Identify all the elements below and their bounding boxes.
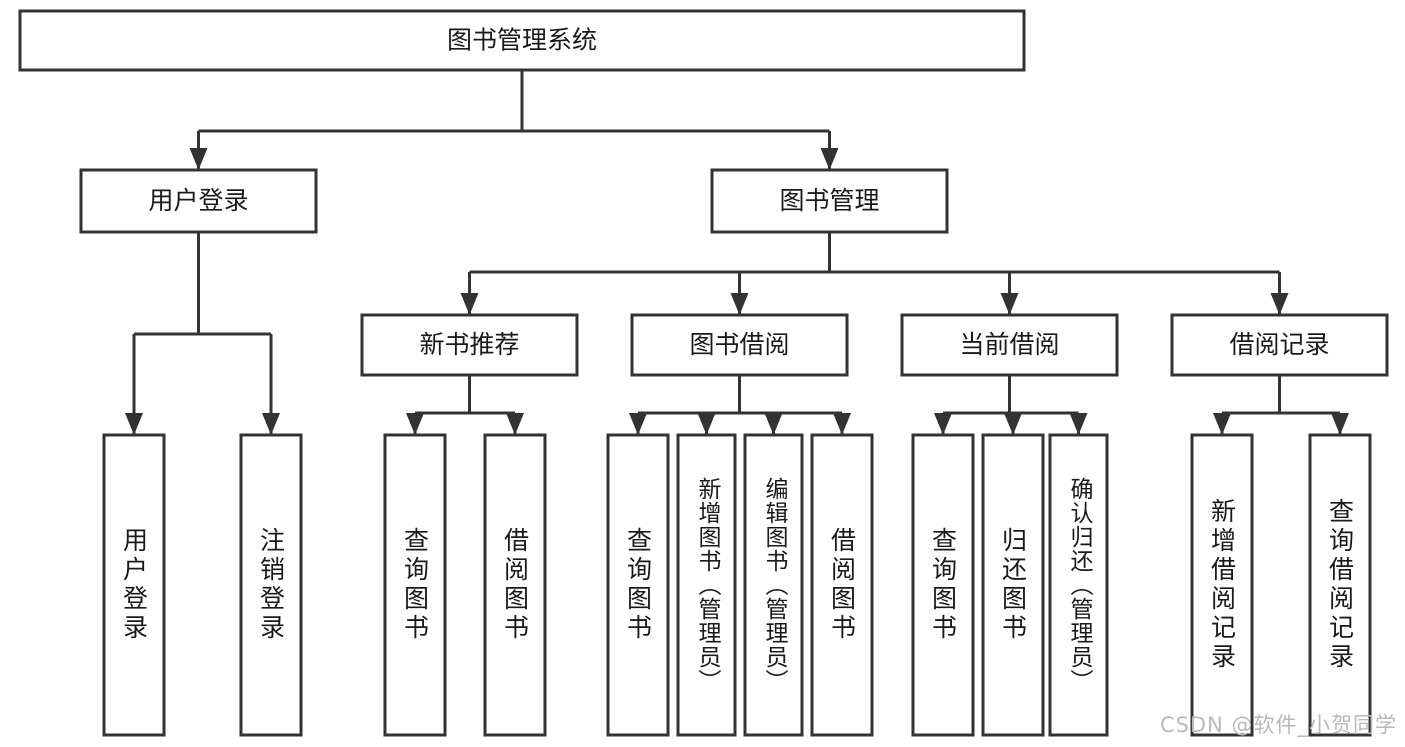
node-level3-label-0: 新书推荐 <box>419 330 519 359</box>
node-level3-0[interactable] <box>360 313 579 377</box>
arrow-head-icon <box>820 148 839 170</box>
node-level3-2[interactable] <box>900 313 1119 377</box>
node-level2-1[interactable] <box>710 168 949 234</box>
arrow-head-icon <box>406 413 424 435</box>
arrow-head-icon <box>506 413 524 435</box>
arrow-head-icon <box>697 413 716 435</box>
node-root[interactable] <box>18 9 1026 72</box>
node-level2-label-1: 图书管理 <box>779 186 879 215</box>
node-leaf-12[interactable] <box>1308 433 1372 737</box>
node-leaf-5[interactable] <box>676 433 737 737</box>
node-leaf-11[interactable] <box>1190 433 1254 737</box>
node-level2-label-0: 用户登录 <box>148 186 248 215</box>
arrow-head-icon <box>1004 413 1022 435</box>
node-leaf-8[interactable] <box>911 433 975 737</box>
arrow-head-icon <box>764 413 783 435</box>
arrow-head-icon <box>1213 413 1231 435</box>
arrow-head-icon <box>629 413 647 435</box>
node-level3-label-3: 借阅记录 <box>1229 330 1329 359</box>
arrow-head-icon <box>730 293 749 315</box>
node-level2-0[interactable] <box>79 168 318 234</box>
node-level3-1[interactable] <box>630 313 849 377</box>
node-root-label: 图书管理系统 <box>447 26 597 55</box>
node-leaf-1[interactable] <box>239 433 303 737</box>
boxes-layer <box>18 9 1389 737</box>
node-leaf-9[interactable] <box>981 433 1045 737</box>
node-leaf-2[interactable] <box>383 433 447 737</box>
arrow-head-icon <box>1000 293 1019 315</box>
node-level3-label-1: 图书借阅 <box>689 330 789 359</box>
arrow-head-icon <box>125 413 143 435</box>
arrow-head-icon <box>934 413 952 435</box>
arrow-head-icon <box>262 413 280 435</box>
arrow-head-icon <box>1069 413 1088 435</box>
arrow-head-icon <box>1331 413 1349 435</box>
arrow-head-icon <box>460 293 479 315</box>
node-leaf-10[interactable] <box>1048 433 1109 737</box>
node-leaf-0[interactable] <box>102 433 166 737</box>
node-leaf-6[interactable] <box>743 433 804 737</box>
node-leaf-3[interactable] <box>483 433 547 737</box>
node-leaf-4[interactable] <box>606 433 670 737</box>
arrow-head-icon <box>833 413 851 435</box>
node-level3-label-2: 当前借阅 <box>959 330 1059 359</box>
arrow-head-icon <box>189 148 208 170</box>
connectors-layer <box>125 70 1349 435</box>
node-leaf-7[interactable] <box>810 433 874 737</box>
arrow-head-icon <box>1270 293 1289 315</box>
watermark: CSDN @软件_小贺同学 <box>1159 713 1397 737</box>
node-level3-3[interactable] <box>1170 313 1389 377</box>
